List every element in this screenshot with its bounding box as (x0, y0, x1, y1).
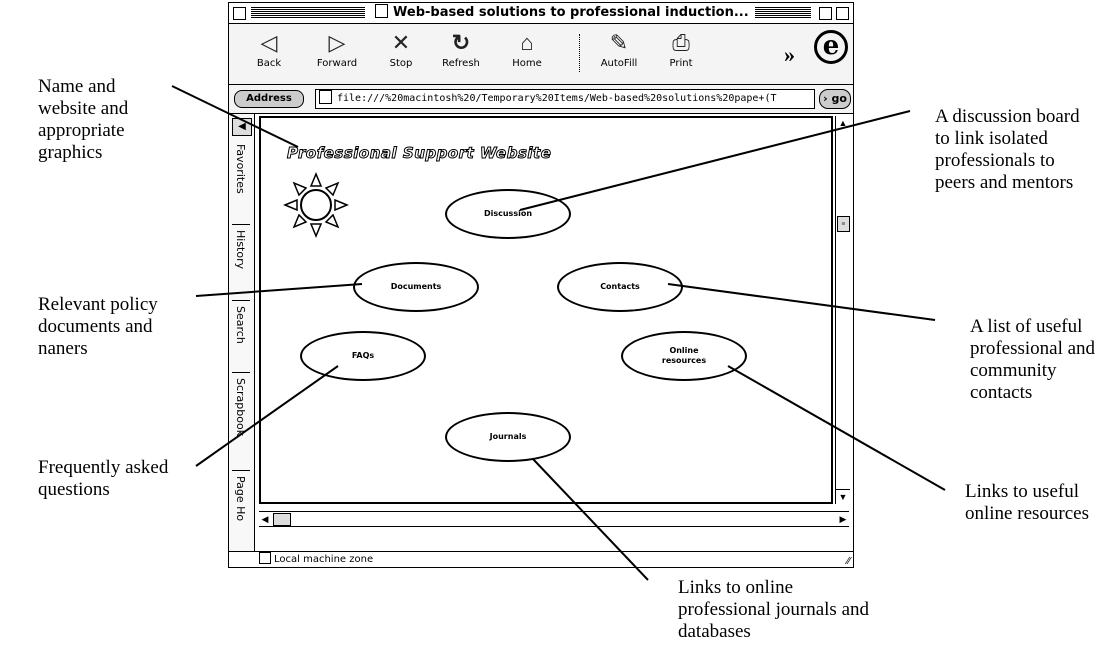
vertical-scroll-thumb[interactable]: ≡ (837, 216, 850, 232)
forward-button[interactable]: ▷Forward (309, 28, 365, 70)
annotation-policy-documents: Relevant policy documents and naners (38, 294, 158, 359)
discussion-link[interactable]: Discussion (445, 189, 571, 239)
status-text: Local machine zone (274, 554, 374, 565)
annotation-contacts: A list of useful professional and commun… (970, 316, 1096, 403)
sun-graphic-icon (283, 172, 349, 238)
more-toolbar-chevron-icon[interactable]: » (784, 42, 795, 67)
refresh-icon: ↻ (451, 30, 471, 55)
horizontal-scrollbar[interactable]: ◀ ▶ (259, 511, 849, 527)
print-button[interactable]: ⎙Print (653, 28, 709, 70)
close-box[interactable] (233, 7, 246, 20)
vertical-scrollbar[interactable]: ▲ ≡ ▼ (835, 116, 850, 504)
scroll-down-icon[interactable]: ▼ (836, 489, 850, 504)
go-button[interactable]: › go (819, 89, 851, 109)
scroll-up-icon[interactable]: ▲ (838, 118, 848, 128)
web-page-content: Professional Support Website Discussion … (259, 116, 833, 504)
online-resources-link[interactable]: Online resources (621, 331, 747, 381)
address-input[interactable]: file:///%20macintosh%20/Temporary%20Item… (315, 89, 815, 109)
address-label: Address (234, 90, 304, 108)
sidebar-tab-history[interactable]: History (232, 226, 250, 301)
annotation-journals: Links to online professional journals an… (678, 577, 870, 642)
back-button[interactable]: ◁Back (241, 28, 297, 70)
back-icon: ◁ (260, 30, 278, 55)
resize-grip-icon[interactable]: ⁄⁄ (846, 556, 850, 567)
faqs-link[interactable]: FAQs (300, 331, 426, 381)
sidebar-toggle-icon[interactable]: ◀ (232, 118, 252, 136)
explorer-sidebar: ◀ Favorites History Search Scrapbook Pag… (229, 114, 255, 551)
title-bar[interactable]: Web-based solutions to professional indu… (229, 3, 853, 24)
annotation-name-website: Name and website and appropriate graphic… (38, 76, 129, 163)
horizontal-scroll-thumb[interactable] (273, 513, 291, 526)
annotation-discussion-board: A discussion board to link isolated prof… (935, 106, 1080, 193)
autofill-icon: ✎ (609, 30, 629, 55)
window-title: Web-based solutions to professional indu… (369, 4, 755, 22)
document-icon (375, 4, 388, 18)
site-title: Professional Support Website (286, 144, 552, 163)
stop-button[interactable]: ✕Stop (373, 28, 429, 70)
scroll-right-icon[interactable]: ▶ (839, 514, 847, 524)
journals-link[interactable]: Journals (445, 412, 571, 462)
autofill-button[interactable]: ✎AutoFill (591, 28, 647, 70)
refresh-button[interactable]: ↻Refresh (433, 28, 489, 70)
print-icon: ⎙ (672, 30, 690, 55)
forward-icon: ▷ (328, 30, 346, 55)
toolbar: ◁Back ▷Forward ✕Stop ↻Refresh ⌂Home ✎Aut… (229, 24, 853, 85)
go-arrow-icon: › (823, 92, 828, 105)
sidebar-tab-search[interactable]: Search (232, 302, 250, 373)
status-bar: Local machine zone ⁄⁄ (229, 551, 853, 568)
annotation-faqs: Frequently asked questions (38, 457, 169, 500)
sidebar-tab-favorites[interactable]: Favorites (232, 140, 250, 225)
home-icon: ⌂ (520, 30, 534, 55)
documents-link[interactable]: Documents (353, 262, 479, 312)
collapse-box[interactable] (836, 7, 849, 20)
sidebar-tab-page-holder[interactable]: Page Ho (234, 476, 247, 522)
file-icon (319, 90, 332, 104)
zone-icon (259, 552, 271, 564)
stop-icon: ✕ (391, 30, 411, 55)
sidebar-tab-scrapbook[interactable]: Scrapbook (232, 374, 250, 471)
scroll-left-icon[interactable]: ◀ (261, 514, 269, 524)
zoom-box[interactable] (819, 7, 832, 20)
explorer-logo-icon: e (814, 30, 848, 64)
annotation-online-resources: Links to useful online resources (965, 481, 1089, 524)
address-bar: Address file:///%20macintosh%20/Temporar… (229, 85, 853, 114)
contacts-link[interactable]: Contacts (557, 262, 683, 312)
home-button[interactable]: ⌂Home (499, 28, 555, 70)
browser-window: Web-based solutions to professional indu… (228, 2, 854, 568)
